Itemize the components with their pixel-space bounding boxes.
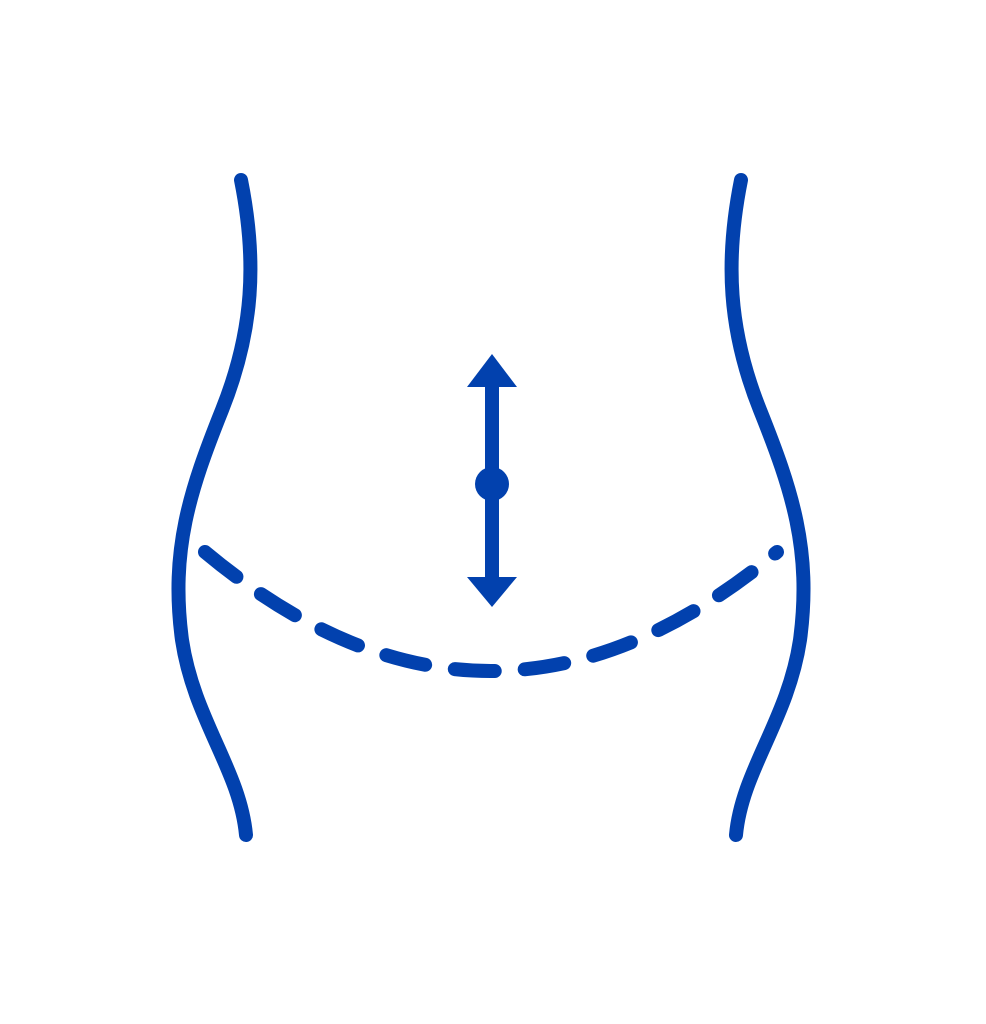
navel-dot [475,467,509,501]
waist-outline-right [724,173,811,842]
waist-outline-left [171,173,258,842]
incision-line-dashed [198,545,784,678]
arrow-head-up-icon [467,354,517,387]
arrow-head-down-icon [467,577,517,607]
